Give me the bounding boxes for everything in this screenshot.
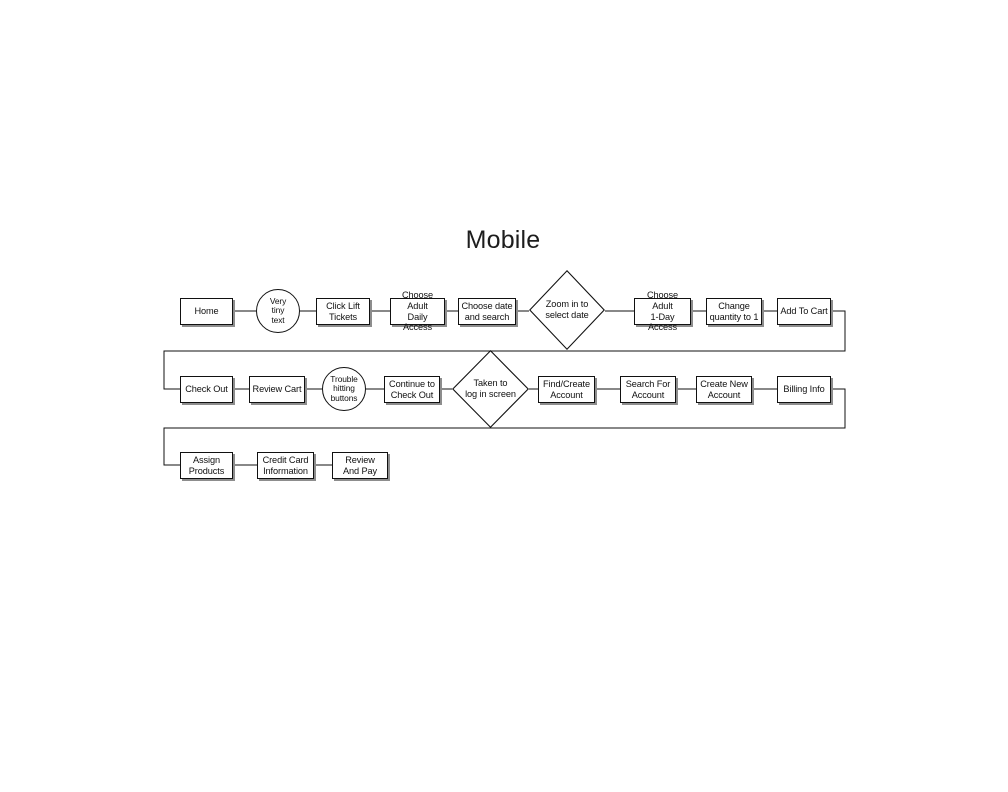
node-search-for-account[interactable]: Search For Account bbox=[620, 376, 676, 403]
node-label-choose-adult-1-day-access: Choose Adult 1-Day Access bbox=[646, 289, 679, 333]
node-choose-adult-1-day-access[interactable]: Choose Adult 1-Day Access bbox=[634, 290, 691, 332]
node-label-very-tiny-text: Very tiny text bbox=[269, 296, 287, 325]
node-label-credit-card-information: Credit Card Information bbox=[262, 454, 309, 476]
node-label-assign-products: Assign Products bbox=[188, 454, 225, 476]
node-label-search-for-account: Search For Account bbox=[625, 378, 671, 400]
node-label-change-quantity-to-1: Change quantity to 1 bbox=[709, 300, 759, 322]
node-assign-products[interactable]: Assign Products bbox=[180, 452, 233, 479]
node-label-review-and-pay: Review And Pay bbox=[342, 454, 378, 476]
node-add-to-cart[interactable]: Add To Cart bbox=[777, 298, 831, 325]
node-label-continue-to-check-out: Continue to Check Out bbox=[389, 378, 435, 400]
node-zoom-in-to-select-date[interactable]: Zoom in to select date bbox=[529, 270, 605, 350]
edge-layer bbox=[163, 310, 846, 466]
node-label-billing-info: Billing Info bbox=[783, 384, 825, 395]
node-review-and-pay[interactable]: Review And Pay bbox=[332, 452, 388, 479]
connector-add-to-cart-to-check-out bbox=[163, 310, 846, 390]
node-create-new-account[interactable]: Create New Account bbox=[696, 376, 752, 403]
node-very-tiny-text[interactable]: Very tiny text bbox=[256, 289, 300, 333]
node-label-zoom-in-to-select-date: Zoom in to select date bbox=[545, 299, 589, 320]
node-find-create-account[interactable]: Find/Create Account bbox=[538, 376, 595, 403]
node-continue-to-check-out[interactable]: Continue to Check Out bbox=[384, 376, 440, 403]
diamond-shape-zoom-in-to-select-date bbox=[529, 270, 605, 350]
node-label-taken-to-log-in-screen: Taken to log in screen bbox=[465, 378, 516, 399]
node-click-lift-tickets[interactable]: Click Lift Tickets bbox=[316, 298, 370, 325]
node-home[interactable]: Home bbox=[180, 298, 233, 325]
node-trouble-hitting-buttons[interactable]: Trouble hitting buttons bbox=[322, 367, 366, 411]
node-choose-adult-daily-access[interactable]: Choose Adult Daily Access bbox=[390, 290, 445, 332]
node-change-quantity-to-1[interactable]: Change quantity to 1 bbox=[706, 298, 762, 325]
node-taken-to-log-in-screen[interactable]: Taken to log in screen bbox=[452, 350, 529, 428]
node-label-check-out: Check Out bbox=[185, 384, 228, 395]
page-title: Mobile bbox=[465, 226, 541, 254]
node-label-review-cart: Review Cart bbox=[252, 384, 302, 395]
node-label-choose-date-and-search: Choose date and search bbox=[461, 300, 513, 322]
node-choose-date-and-search[interactable]: Choose date and search bbox=[458, 298, 516, 325]
node-review-cart[interactable]: Review Cart bbox=[249, 376, 305, 403]
node-label-find-create-account: Find/Create Account bbox=[543, 378, 590, 400]
node-label-add-to-cart: Add To Cart bbox=[780, 306, 828, 317]
connector-billing-info-to-assign-products bbox=[163, 388, 846, 466]
node-label-home: Home bbox=[194, 306, 219, 317]
node-label-click-lift-tickets: Click Lift Tickets bbox=[326, 300, 360, 322]
node-label-choose-adult-daily-access: Choose Adult Daily Access bbox=[401, 289, 434, 333]
node-label-create-new-account: Create New Account bbox=[700, 378, 748, 400]
node-check-out[interactable]: Check Out bbox=[180, 376, 233, 403]
node-billing-info[interactable]: Billing Info bbox=[777, 376, 831, 403]
diamond-shape-taken-to-log-in-screen bbox=[452, 350, 529, 428]
node-label-trouble-hitting-buttons: Trouble hitting buttons bbox=[330, 374, 358, 403]
node-credit-card-information[interactable]: Credit Card Information bbox=[257, 452, 314, 479]
